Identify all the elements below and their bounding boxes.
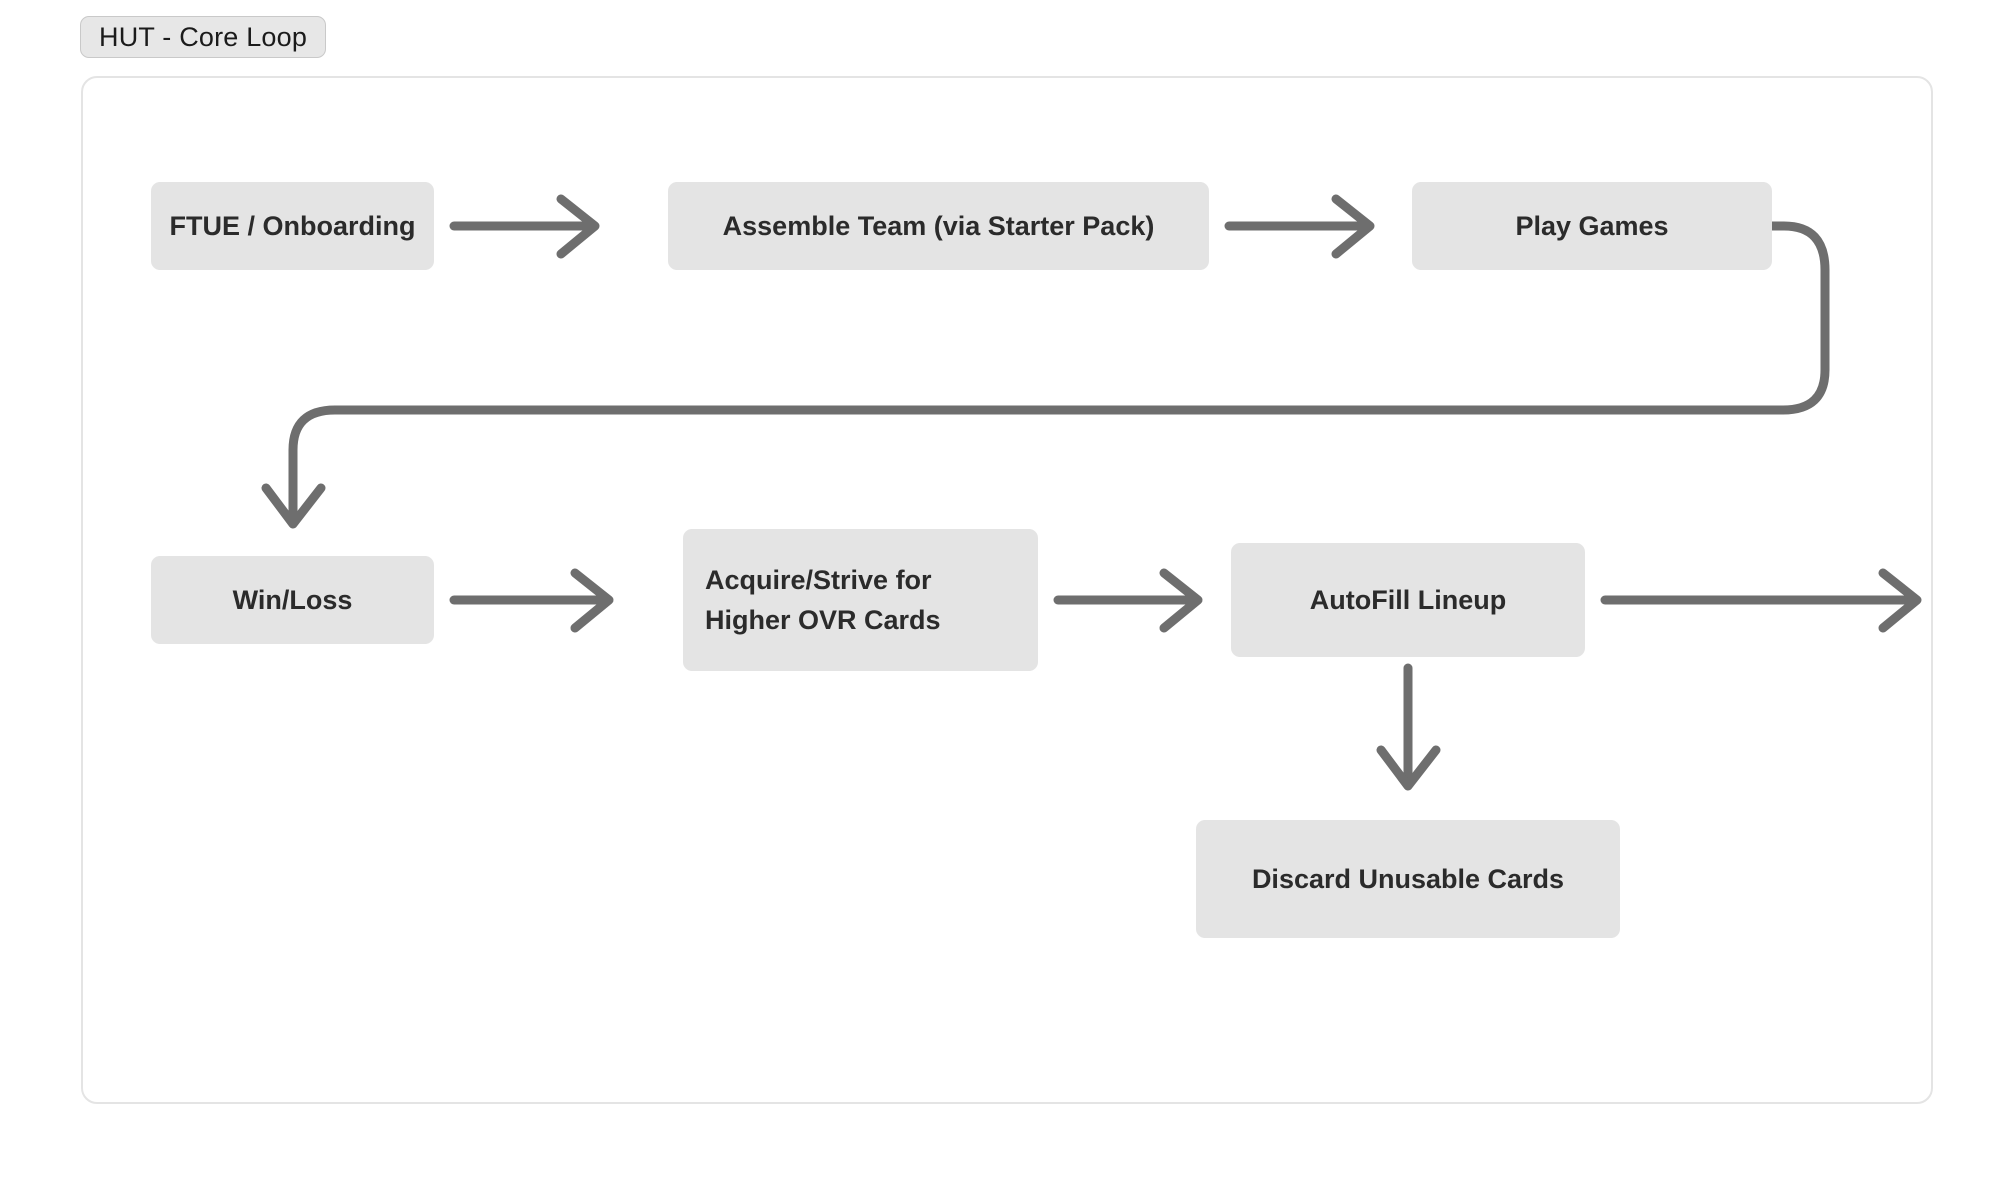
edge-assemble-to-play xyxy=(1224,194,1375,259)
node-autofill-lineup[interactable]: AutoFill Lineup xyxy=(1231,543,1585,657)
node-ftue-onboarding[interactable]: FTUE / Onboarding xyxy=(151,182,434,270)
edge-autofill-to-discard xyxy=(1376,663,1441,791)
node-discard-unusable-cards[interactable]: Discard Unusable Cards xyxy=(1196,820,1620,938)
node-play-games[interactable]: Play Games xyxy=(1412,182,1772,270)
node-win-loss[interactable]: Win/Loss xyxy=(151,556,434,644)
edge-winloss-to-acquire xyxy=(449,568,614,633)
diagram-frame: FTUE / Onboarding Assemble Team (via Sta… xyxy=(81,76,1933,1104)
edge-autofill-open-right xyxy=(1600,568,1922,633)
edge-ftue-to-assemble xyxy=(449,194,600,259)
node-assemble-team[interactable]: Assemble Team (via Starter Pack) xyxy=(668,182,1209,270)
edge-acquire-to-autofill xyxy=(1053,568,1203,633)
diagram-title-chip[interactable]: HUT - Core Loop xyxy=(80,16,327,58)
edge-play-to-winloss xyxy=(261,221,1830,529)
node-acquire-higher-ovr-cards[interactable]: Acquire/Strive for Higher OVR Cards xyxy=(683,529,1038,671)
